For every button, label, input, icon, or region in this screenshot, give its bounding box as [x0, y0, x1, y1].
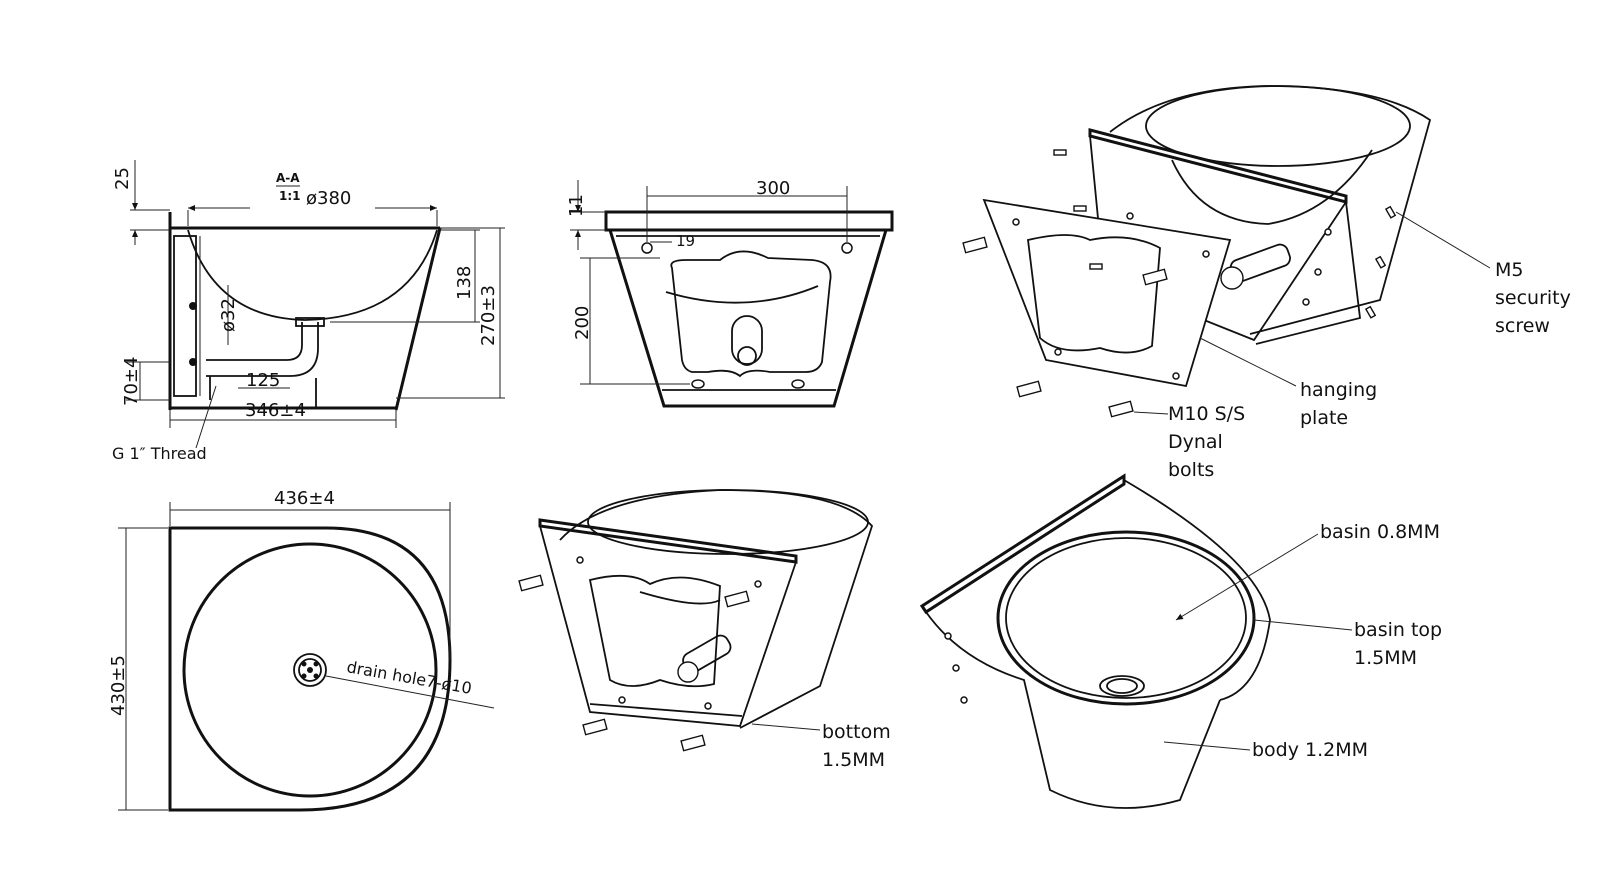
section-view: 25 A-A 1:1 ø380 138 270±3 ø32 70±4 125 3…	[112, 160, 505, 463]
exploded-view: M5 security screw hanging plate M10 S/S …	[962, 85, 1571, 481]
screw-note-3: screw	[1495, 315, 1550, 337]
front-iso-view: basin 0.8MM basin top 1.5MM body 1.2MM	[919, 473, 1442, 809]
rear-iso-view: bottom 1.5MM	[518, 489, 891, 771]
dim-top: 11	[566, 194, 587, 217]
bottom-note-2: 1.5MM	[822, 749, 885, 771]
top-view: 436±4 430±5 drain hole7-ø10	[108, 488, 495, 812]
dim-top-depth: 430±5	[108, 655, 129, 716]
dim-depth: 138	[454, 266, 475, 300]
back-view: 11 300 19 200	[566, 178, 894, 408]
scale-label: 1:1	[279, 189, 301, 203]
basin-top-note-1: basin top	[1354, 619, 1442, 641]
bottom-note-1: bottom	[822, 721, 891, 743]
dim-top-width: 436±4	[274, 488, 335, 509]
dim-hole-spacing: 300	[756, 178, 790, 199]
dim-width: 346±4	[245, 400, 306, 421]
plate-note-2: plate	[1300, 407, 1348, 429]
plate-note-1: hanging	[1300, 379, 1377, 401]
screw-note-1: M5	[1495, 259, 1523, 281]
dim-hole-inset: 19	[676, 232, 695, 250]
dim-pipe: ø32	[218, 298, 239, 332]
body-note: body 1.2MM	[1252, 739, 1368, 761]
bolt-note-2: Dynal	[1168, 431, 1223, 453]
dim-height: 270±3	[478, 285, 499, 346]
dim-pipe-length: 125	[246, 370, 280, 391]
dim-bottom-offset: 70±4	[121, 357, 142, 406]
bolt-note-1: M10 S/S	[1168, 403, 1245, 425]
section-label: A-A	[276, 171, 300, 185]
dim-back-height: 200	[572, 306, 593, 340]
thread-note: G 1″ Thread	[112, 444, 207, 463]
dim-top-offset: 25	[112, 167, 133, 190]
dim-diameter: ø380	[306, 188, 351, 209]
basin-note: basin 0.8MM	[1320, 521, 1440, 543]
bolt-note-3: bolts	[1168, 459, 1214, 481]
basin-top-note-2: 1.5MM	[1354, 647, 1417, 669]
screw-note-2: security	[1495, 287, 1571, 309]
